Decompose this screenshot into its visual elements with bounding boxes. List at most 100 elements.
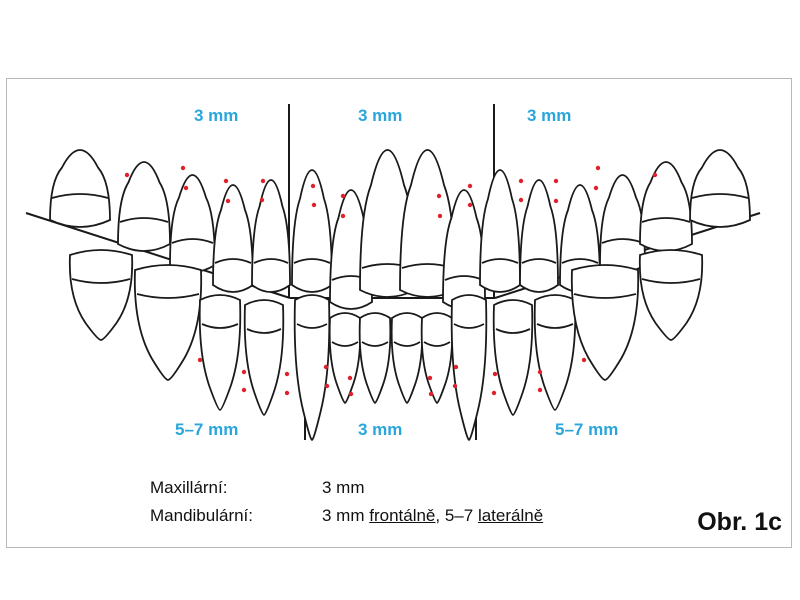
lower-tooth-crown-line-9 [423,341,451,347]
label-lower-left: 5–7 mm [175,420,239,439]
legend-mandibular-value: 3 mm frontálně, 5–7 laterálně [322,506,543,526]
label-upper-right: 3 mm [527,106,572,125]
lower-tooth-5 [293,294,331,441]
lower-tooth-8 [390,312,424,404]
upper-tooth-12 [519,179,559,293]
contact-marker-4 [223,178,229,184]
contact-marker-27 [284,390,290,396]
lower-tooth-crown-line-2 [136,293,200,299]
label-upper-left: 3 mm [194,106,239,125]
contact-marker-10 [340,193,346,199]
lower-tooth-3 [198,294,242,411]
lower-tooth-crown-line-7 [361,341,389,347]
contact-marker-8 [310,183,316,189]
contact-marker-20 [595,165,601,171]
contact-marker-17 [518,197,524,203]
contact-marker-13 [437,213,443,219]
lower-tooth-crown-line-12 [536,323,574,329]
upper-tooth-4 [212,184,254,293]
contact-marker-11 [340,213,346,219]
contact-marker-5 [225,198,231,204]
lower-tooth-crown-line-8 [393,341,421,347]
legend-mandibular-lateral: laterálně [477,506,544,525]
upper-tooth-1 [49,149,111,228]
contact-marker-26 [284,371,290,377]
upper-tooth-2 [117,161,171,252]
contact-marker-21 [593,185,599,191]
lower-tooth-10 [450,294,488,441]
legend-mandibular-part-a: 3 mm [322,506,370,525]
legend-mandibular-frontal: frontálně [369,506,436,525]
contact-marker-32 [427,375,433,381]
legend-maxillary-key: Maxillární: [150,478,228,497]
upper-tooth-crown-line-5 [253,258,289,264]
contact-marker-38 [537,369,543,375]
upper-tooth-crown-line-3 [171,238,214,244]
contact-marker-33 [428,391,434,397]
lower-tooth-crown-line-6 [331,341,359,347]
upper-tooth-6 [291,169,333,293]
contact-marker-16 [518,178,524,184]
contact-marker-6 [260,178,266,184]
upper-tooth-16 [689,149,751,228]
upper-tooth-crown-line-16 [691,193,749,199]
contact-marker-18 [553,178,559,184]
lower-tooth-crown-line-3 [201,323,239,329]
lower-tooth-4 [243,299,285,416]
lower-tooth-11 [492,299,534,416]
upper-tooth-3 [169,174,216,273]
label-lower-right: 5–7 mm [555,420,619,439]
contact-marker-19 [553,198,559,204]
contact-marker-7 [259,197,265,203]
upper-tooth-crown-line-4 [214,258,252,264]
contact-marker-3 [183,185,189,191]
contact-marker-39 [537,387,543,393]
contact-marker-29 [324,383,330,389]
lower-tooth-crown-line-10 [453,323,485,329]
lower-tooth-crown-line-1 [71,278,131,284]
contact-marker-30 [347,375,353,381]
contact-marker-14 [467,183,473,189]
contact-marker-15 [467,202,473,208]
lower-tooth-1 [68,249,134,341]
label-lower-center: 3 mm [358,420,403,439]
contact-marker-12 [436,193,442,199]
lower-tooth-crown-line-4 [246,328,282,334]
contact-marker-22 [652,172,658,178]
contact-marker-25 [241,387,247,393]
lower-tooth-14 [638,249,704,341]
lower-tooth-crown-line-11 [495,328,531,334]
lower-tooth-6 [328,312,362,404]
contact-marker-1 [124,172,130,178]
upper-tooth-11 [479,169,521,293]
legend-mandibular-key: Mandibulární: [150,506,254,525]
contact-marker-24 [241,369,247,375]
contact-marker-23 [197,357,203,363]
lower-tooth-crown-line-14 [641,278,701,284]
lower-tooth-crown-line-5 [296,323,328,329]
upper-tooth-crown-line-11 [481,258,519,264]
contact-marker-36 [492,371,498,377]
upper-tooth-5 [251,179,291,293]
contact-marker-34 [453,364,459,370]
figure-label: Obr. 1c [697,508,782,536]
contact-marker-31 [348,391,354,397]
lower-tooth-crown-line-13 [573,293,637,299]
lower-tooth-13 [570,264,640,381]
upper-tooth-crown-line-15 [641,217,691,223]
label-upper-center: 3 mm [358,106,403,125]
lower-tooth-12 [533,294,577,411]
legend-mandibular-part-b: , 5–7 [435,506,478,525]
contact-marker-37 [491,390,497,396]
upper-tooth-crown-line-6 [293,258,331,264]
upper-tooth-crown-line-13 [561,258,599,264]
upper-tooth-crown-line-2 [119,217,169,223]
upper-tooth-14 [599,174,646,273]
contact-marker-28 [323,364,329,370]
lower-tooth-9 [420,312,454,404]
legend-maxillary-value: 3 mm [322,478,365,497]
upper-tooth-crown-line-12 [521,258,557,264]
contact-marker-35 [452,383,458,389]
lower-tooth-7 [358,312,392,404]
